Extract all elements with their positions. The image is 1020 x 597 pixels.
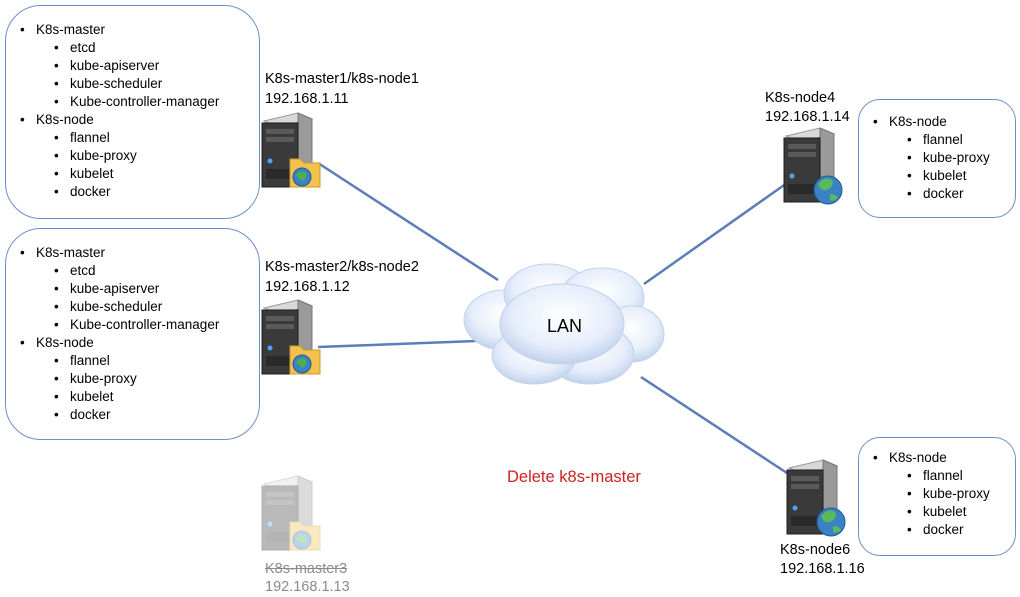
- node6-ip: 192.168.1.16: [780, 561, 865, 577]
- component-item: kube-scheduler: [6, 298, 259, 316]
- link-master1-lan: [317, 161, 499, 282]
- node4-components-box: K8s-node flannel kube-proxy kubelet dock…: [858, 99, 1016, 218]
- component-item: kubelet: [859, 167, 1015, 185]
- component-item: Kube-controller-manager: [6, 316, 259, 334]
- component-item: docker: [859, 521, 1015, 539]
- component-item: kube-apiserver: [6, 280, 259, 298]
- lan-label: LAN: [547, 316, 583, 336]
- node6-components-box: K8s-node flannel kube-proxy kubelet dock…: [858, 437, 1016, 556]
- node4-hostname: K8s-node4: [765, 90, 836, 106]
- component-item: docker: [6, 406, 259, 424]
- link-node6-lan: [640, 375, 791, 477]
- role-label: K8s-node: [6, 111, 259, 129]
- node4-ip: 192.168.1.14: [765, 109, 850, 125]
- node4-server-icon: [783, 127, 843, 205]
- role-label: K8s-master: [6, 244, 259, 262]
- component-item: kube-apiserver: [6, 57, 259, 75]
- component-item: docker: [6, 183, 259, 201]
- folder-icon: [289, 521, 321, 551]
- master2-components-box: K8s-master etcd kube-apiserver kube-sche…: [5, 228, 260, 440]
- folder-icon: [289, 158, 321, 188]
- component-item: flannel: [6, 129, 259, 147]
- link-master2-lan: [317, 339, 477, 349]
- master3-server-icon: [261, 475, 321, 551]
- link-node4-lan: [643, 181, 788, 286]
- master3-ip: 192.168.1.13: [265, 579, 350, 595]
- component-item: Kube-controller-manager: [6, 93, 259, 111]
- master1-server-icon: [261, 112, 321, 188]
- role-label: K8s-node: [6, 334, 259, 352]
- master2-server-icon: [261, 299, 321, 375]
- component-item: kube-scheduler: [6, 75, 259, 93]
- component-item: kubelet: [859, 503, 1015, 521]
- component-item: kubelet: [6, 388, 259, 406]
- master2-ip: 192.168.1.12: [265, 279, 350, 295]
- globe-icon: [816, 507, 846, 537]
- component-item: kube-proxy: [859, 485, 1015, 503]
- folder-icon: [289, 345, 321, 375]
- role-label: K8s-node: [859, 449, 1015, 467]
- master3-hostname: K8s-master3: [265, 561, 348, 577]
- component-item: kube-proxy: [6, 370, 259, 388]
- component-item: etcd: [6, 262, 259, 280]
- component-item: docker: [859, 185, 1015, 203]
- globe-icon: [813, 175, 843, 205]
- delete-master-annotation: Delete k8s-master: [507, 468, 641, 486]
- master1-hostname: K8s-master1/k8s-node1: [265, 71, 419, 87]
- component-item: kube-proxy: [6, 147, 259, 165]
- component-item: etcd: [6, 39, 259, 57]
- component-item: flannel: [859, 131, 1015, 149]
- master1-components-box: K8s-master etcd kube-apiserver kube-sche…: [5, 5, 260, 219]
- lan-cloud-icon: [463, 263, 665, 385]
- component-item: kube-proxy: [859, 149, 1015, 167]
- master1-ip: 192.168.1.11: [265, 91, 349, 107]
- role-label: K8s-master: [6, 21, 259, 39]
- component-item: kubelet: [6, 165, 259, 183]
- node6-hostname: K8s-node6: [780, 542, 851, 558]
- node6-server-icon: [786, 459, 846, 537]
- component-item: flannel: [859, 467, 1015, 485]
- role-label: K8s-node: [859, 113, 1015, 131]
- master2-hostname: K8s-master2/k8s-node2: [265, 259, 419, 275]
- component-item: flannel: [6, 352, 259, 370]
